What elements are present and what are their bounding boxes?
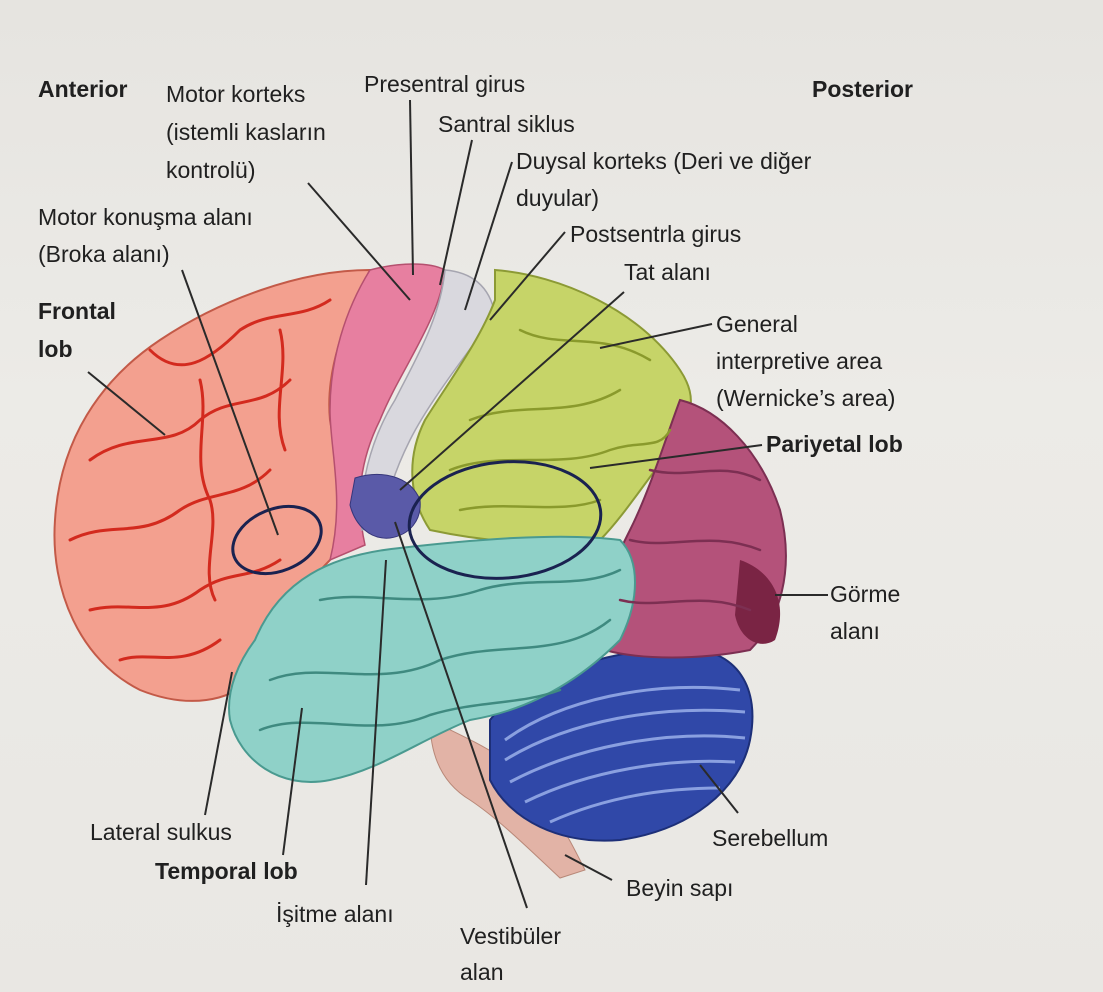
frontal-lob-label-line1: Frontal [38, 295, 116, 327]
pariyetal-lob-label: Pariyetal lob [766, 428, 903, 460]
posterior-label: Posterior [812, 73, 913, 105]
anterior-label: Anterior [38, 73, 127, 105]
gorme-alani-label-line2: alanı [830, 615, 880, 647]
tat-alani-label: Tat alanı [624, 256, 711, 288]
vestibuler-alan-label-line1: Vestibüler [460, 920, 561, 952]
vestibuler-alan-label-line2: alan [460, 956, 503, 988]
general-interpretive-label-line2: interpretive area [716, 345, 882, 377]
gorme-alani-label-line1: Görme [830, 578, 900, 610]
postsentral-girus-label: Postsentrla girus [570, 218, 741, 250]
general-interpretive-label-line1: General [716, 308, 798, 340]
motor-konusma-label-line2: (Broka alanı) [38, 238, 170, 270]
motor-cortex-label-line2: (istemli kasların [166, 116, 326, 148]
general-interpretive-label-line3: (Wernicke’s area) [716, 382, 895, 414]
temporal-lob-label: Temporal lob [155, 855, 298, 887]
serebellum-label: Serebellum [712, 822, 828, 854]
lateral-sulkus-label: Lateral sulkus [90, 816, 232, 848]
isitme-alani-label: İşitme alanı [276, 898, 394, 930]
beyin-sapi-label: Beyin sapı [626, 872, 733, 904]
motor-konusma-label-line1: Motor konuşma alanı [38, 201, 253, 233]
santral-siklus-label: Santral siklus [438, 108, 575, 140]
duysal-korteks-label-line2: duyular) [516, 182, 599, 214]
motor-cortex-label-line1: Motor korteks [166, 78, 305, 110]
duysal-korteks-label-line1: Duysal korteks (Deri ve diğer [516, 145, 811, 177]
motor-cortex-label-line3: kontrolü) [166, 154, 255, 186]
frontal-lob-label-line2: lob [38, 333, 73, 365]
presentral-girus-label: Presentral girus [364, 68, 525, 100]
